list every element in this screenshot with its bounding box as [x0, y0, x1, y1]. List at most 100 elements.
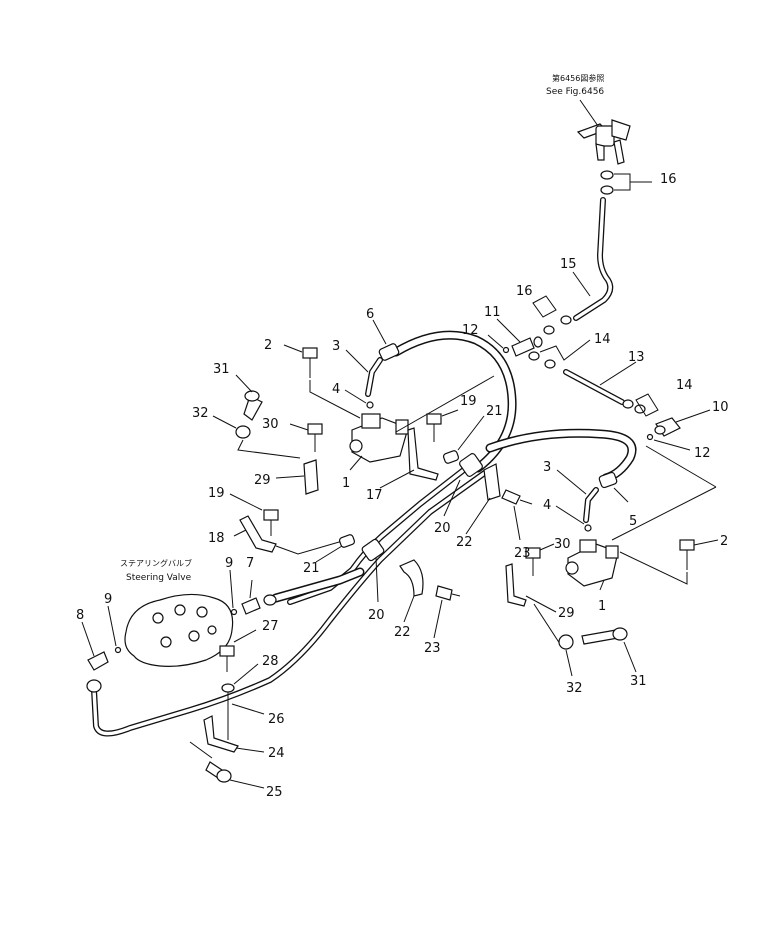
bolt-30-right: [525, 547, 541, 576]
bolt-30-upper: [307, 423, 323, 452]
bolt-23-lower: [435, 585, 461, 601]
leader-20b: [375, 557, 379, 603]
leader-4a: [344, 389, 367, 404]
callout-28: 28: [262, 654, 279, 669]
leader-19a: [441, 409, 459, 417]
leader-21b: [315, 545, 343, 563]
upper-valve-fitting: [576, 119, 631, 165]
callout-9: 9: [225, 556, 233, 571]
callout-21: 21: [303, 561, 320, 576]
nut-14-right: [622, 399, 646, 414]
leader-12a: [487, 334, 504, 349]
hose-5-fitting: [598, 471, 618, 489]
oring-12-upper: [502, 346, 510, 354]
callout-12: 12: [694, 446, 711, 461]
nut-32-upper: [235, 425, 251, 439]
leader-4b: [555, 505, 585, 525]
leader-3a: [345, 349, 369, 373]
callout-15: 15: [560, 257, 577, 272]
oring-9-left: [114, 646, 122, 654]
leader-9a: [229, 569, 234, 609]
callout-27: 27: [262, 619, 279, 634]
steering-valve-label-en: Steering Valve: [126, 573, 192, 583]
nut-16-upper: [600, 170, 614, 195]
callout-20: 20: [434, 521, 451, 536]
leader-9b: [107, 605, 117, 647]
clamp-20-upper: [459, 453, 501, 501]
leader-16b: [532, 295, 557, 318]
callout-4: 4: [543, 498, 551, 513]
reference-note-jp: 第6456図参照: [552, 73, 604, 83]
leader-15: [572, 271, 591, 297]
callout-3: 3: [543, 460, 551, 475]
callout-19: 19: [460, 394, 477, 409]
nut-14-left: [528, 351, 556, 369]
callout-11: 11: [484, 305, 501, 320]
nut-16-middle: [543, 315, 572, 335]
bolt-2-upper: [302, 347, 318, 378]
callout-26: 26: [268, 712, 285, 727]
callout-1: 1: [598, 599, 606, 614]
elbow-10: [654, 417, 681, 437]
callout-16: 16: [516, 284, 533, 299]
callout-21: 21: [486, 404, 503, 419]
reference-note-en: See Fig.6456: [546, 87, 604, 97]
callout-25: 25: [266, 785, 283, 800]
valve-1-upper: [349, 413, 409, 463]
leader-14a: [539, 339, 591, 361]
callout-19: 19: [208, 486, 225, 501]
elbow-8: [87, 651, 109, 671]
leader-23b: [433, 599, 443, 639]
leader-19b: [229, 493, 263, 511]
callout-32: 32: [192, 406, 209, 421]
leader-27: [233, 629, 257, 643]
bolt-25: [205, 761, 232, 783]
callout-29: 29: [558, 606, 575, 621]
bracket-29-upper: [303, 459, 319, 495]
callout-18: 18: [208, 531, 225, 546]
adapter-7: [241, 594, 277, 615]
bracket-18: [239, 515, 277, 553]
bolt-31-right: [581, 627, 628, 645]
reference-leader: [579, 99, 599, 127]
callout-13: 13: [628, 350, 645, 365]
leader-30a: [289, 423, 309, 431]
oring-12-right: [646, 433, 654, 441]
callout-6: 6: [366, 307, 374, 322]
leader-8: [81, 621, 95, 657]
callout-14: 14: [676, 378, 693, 393]
nut-32-right: [558, 634, 574, 650]
callout-9: 9: [104, 592, 112, 607]
callout-31: 31: [630, 674, 647, 689]
leader-6: [372, 319, 387, 345]
oring-4-upper: [366, 401, 374, 409]
clamp-21-lower: [338, 534, 356, 548]
callout-5: 5: [629, 514, 637, 529]
tube-end-nut: [86, 679, 102, 693]
callout-30: 30: [554, 537, 571, 552]
bolt-2-right: [679, 539, 695, 570]
bracket-24: [203, 715, 239, 753]
bolt-19-upper: [426, 413, 442, 442]
leader-32b: [565, 649, 573, 677]
bracket-17: [407, 427, 439, 481]
callout-7: 7: [246, 556, 254, 571]
callout-24: 24: [268, 746, 285, 761]
callout-10: 10: [712, 400, 729, 415]
leader-11: [496, 318, 521, 343]
callout-1: 1: [342, 476, 350, 491]
callout-16: 16: [660, 172, 677, 187]
leader-24: [235, 747, 265, 753]
steering-valve-label-jp: ステアリングバルブ: [120, 558, 192, 568]
callout-22: 22: [456, 535, 473, 550]
leader-29b: [525, 595, 557, 613]
leader-2b: [619, 539, 719, 585]
leader-22b: [403, 595, 415, 623]
leader-3b: [556, 469, 587, 495]
steering-valve: [124, 593, 234, 667]
oring-9-right: [230, 608, 238, 616]
callout-4: 4: [332, 382, 340, 397]
bolt-23-upper: [501, 489, 533, 505]
callout-23: 23: [514, 546, 531, 561]
